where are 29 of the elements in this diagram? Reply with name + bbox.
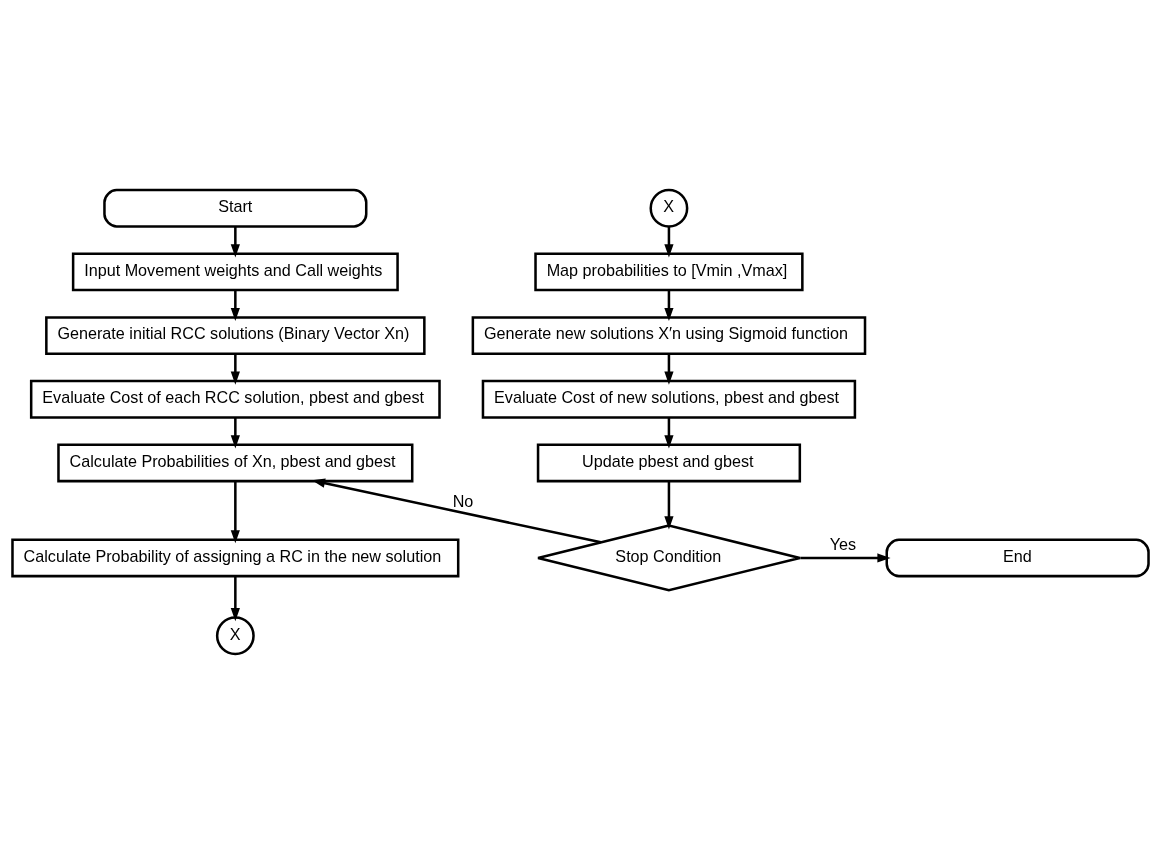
arrow (230, 290, 240, 322)
node-box: Start (103, 188, 368, 228)
arrow (664, 290, 674, 322)
arrow (664, 226, 674, 258)
node-circle: X (215, 616, 255, 656)
node-box: Evaluate Cost of each RCC solution, pbest and gbest (29, 379, 441, 419)
node-box: Input Movement weights and Call weights (71, 252, 399, 292)
node-box: Map probabilities to [Vmin ,Vmax] (534, 252, 804, 292)
arrow (230, 576, 240, 622)
node-box: Generate initial RCC solutions (Binary Vector Xn) (45, 316, 426, 356)
edge-label: No (452, 492, 474, 511)
node-circle: X (649, 188, 689, 228)
node-box: Calculate Probability of assigning a RC in the new solution (11, 538, 460, 578)
node-box: Calculate Probabilities of Xn, pbest and gbest (57, 443, 414, 483)
arrow (664, 354, 674, 385)
node-box: Update pbest and gbest (536, 443, 802, 483)
node-box: Generate new solutions X′n using Sigmoid function (471, 316, 867, 356)
arrow (311, 478, 602, 544)
arrow (230, 226, 240, 258)
edge-label: Yes (829, 534, 856, 553)
node-box: End (885, 538, 1150, 578)
node-box: Evaluate Cost of new solutions, pbest and gbest (481, 379, 857, 419)
arrow (230, 481, 240, 544)
node-diamond: Stop Condition (536, 524, 802, 592)
arrow (230, 354, 240, 385)
arrow (664, 417, 674, 449)
arrow (800, 553, 891, 563)
arrow (230, 417, 240, 449)
arrow (664, 481, 674, 530)
